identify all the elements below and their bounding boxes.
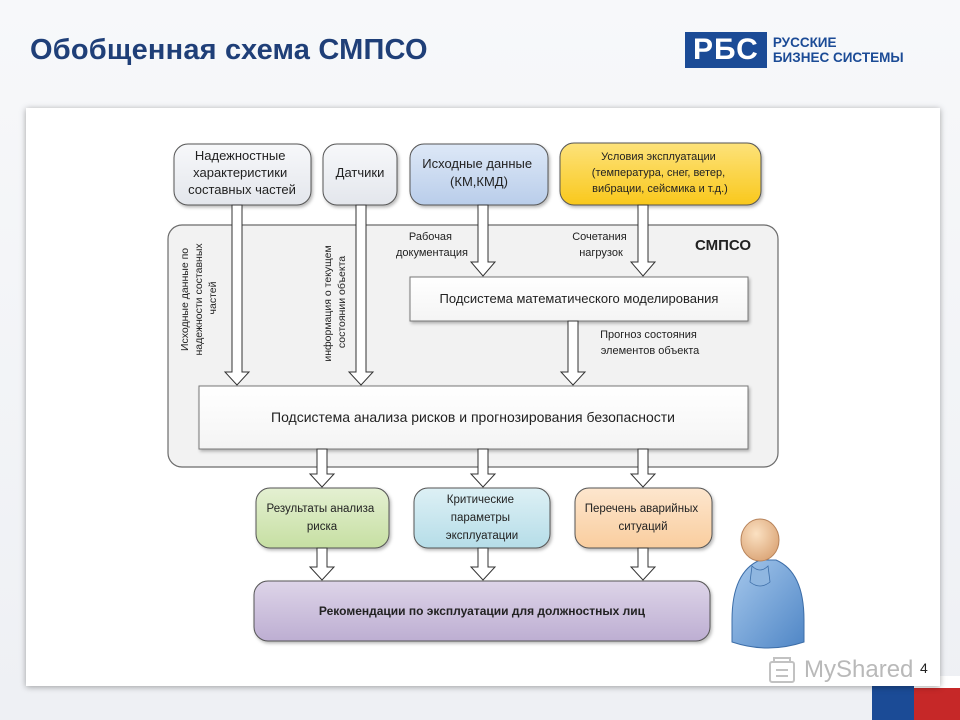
output-critical-params-line-2: параметры bbox=[451, 512, 510, 524]
corner-deco-red bbox=[914, 686, 960, 720]
risk-subsystem-box bbox=[198, 385, 749, 450]
logo-line-1: РУССКИЕ bbox=[772, 35, 837, 50]
arrow-sensors-to-risk bbox=[347, 204, 375, 386]
output-risk-results-line-1: Результаты анализа bbox=[267, 503, 375, 515]
arrow-risk-to-output-3 bbox=[629, 448, 657, 488]
input-source-data-text: Исходные данные (КМ,КМД) bbox=[422, 156, 535, 189]
input-conditions-line-2: (температура, снег, ветер, bbox=[592, 167, 725, 179]
vertical-label-reliability-line-2: надежности составных bbox=[193, 243, 205, 356]
output-risk-results-box bbox=[255, 487, 390, 549]
flow-label-load-comb-line-2: нагрузок bbox=[579, 247, 623, 259]
arrow-conditions-to-math bbox=[629, 204, 657, 277]
logo-abbr: РБС bbox=[685, 32, 767, 68]
input-reliability-line-1: Надежностные bbox=[195, 148, 286, 163]
arrow-source-to-math bbox=[469, 204, 497, 277]
output-critical-params-line-1: Критические bbox=[447, 494, 514, 506]
corner-deco-blue bbox=[872, 686, 914, 720]
flow-label-forecast: Прогноз состояния элементов объекта bbox=[600, 329, 700, 357]
output-emergency-line-1: Перечень аварийных bbox=[585, 503, 699, 515]
input-conditions-line-1: Условия эксплуатации bbox=[601, 151, 716, 163]
vertical-label-sensors: информация о текущем состоянии объекта bbox=[322, 242, 348, 361]
logo-text: РУССКИЕ БИЗНЕС СИСТЕМЫ bbox=[773, 35, 904, 65]
input-source-data-line-1: Исходные данные bbox=[422, 156, 532, 171]
flow-arrows bbox=[223, 204, 657, 581]
input-reliability-line-3: составных частей bbox=[188, 182, 296, 197]
person-icon bbox=[731, 518, 805, 649]
flow-label-work-docs-line-2: документация bbox=[396, 247, 468, 259]
output-critical-params-line-3: эксплуатации bbox=[446, 530, 518, 542]
vertical-label-reliability-line-3: частей bbox=[207, 281, 219, 314]
risk-subsystem-label: Подсистема анализа рисков и прогнозирова… bbox=[271, 409, 675, 425]
output-emergency-text: Перечень аварийных ситуаций bbox=[585, 503, 702, 533]
page-number: 4 bbox=[920, 660, 928, 676]
math-subsystem-box bbox=[409, 276, 749, 322]
input-sensors-text: Датчики bbox=[336, 165, 385, 180]
math-subsystem-label: Подсистема математического моделирования bbox=[440, 291, 719, 306]
input-source-data-line-2: (КМ,КМД) bbox=[450, 174, 508, 189]
watermark-text: MyShared bbox=[804, 656, 914, 683]
input-reliability-text: Надежностные характеристики составных ча… bbox=[188, 148, 296, 197]
arrow-reliability-to-risk bbox=[223, 204, 251, 386]
vertical-label-reliability: Исходные данные по надежности составных … bbox=[179, 240, 219, 355]
recommendations-label: Рекомендации по эксплуатации для должнос… bbox=[319, 604, 646, 618]
flow-label-work-docs: Рабочая документация bbox=[396, 231, 468, 259]
watermark-icon bbox=[769, 657, 795, 683]
vertical-label-sensors-line-1: информация о текущем bbox=[322, 245, 334, 361]
arrow-output-3-to-rec bbox=[629, 547, 657, 581]
flow-label-load-comb-line-1: Сочетания bbox=[572, 231, 627, 243]
output-emergency-box bbox=[574, 487, 713, 549]
vertical-label-reliability-line-1: Исходные данные по bbox=[179, 248, 191, 351]
arrow-output-1-to-rec bbox=[308, 547, 336, 581]
flow-label-forecast-line-1: Прогноз состояния bbox=[600, 329, 697, 341]
output-risk-results-line-2: риска bbox=[307, 521, 338, 533]
arrow-output-2-to-rec bbox=[469, 547, 497, 581]
output-emergency-line-2: ситуаций bbox=[618, 521, 667, 533]
arrow-risk-to-output-1 bbox=[308, 448, 336, 488]
smpso-label: СМПСО bbox=[695, 237, 751, 254]
arrow-risk-to-output-2 bbox=[469, 448, 497, 488]
input-conditions-line-3: вибрации, сейсмика и т.д.) bbox=[592, 183, 728, 195]
input-conditions-text: Условия эксплуатации (температура, снег,… bbox=[592, 151, 728, 195]
output-risk-results-text: Результаты анализа риска bbox=[267, 503, 378, 533]
flow-label-work-docs-line-1: Рабочая bbox=[409, 231, 452, 243]
flow-label-forecast-line-2: элементов объекта bbox=[601, 345, 700, 357]
flow-label-load-comb: Сочетания нагрузок bbox=[572, 231, 630, 259]
slide-title: Обобщенная схема СМПСО bbox=[30, 34, 428, 66]
arrow-math-to-risk bbox=[559, 320, 587, 386]
input-conditions-box bbox=[559, 142, 762, 206]
vertical-label-sensors-line-2: состоянии объекта bbox=[336, 256, 348, 348]
logo-line-2: БИЗНЕС СИСТЕМЫ bbox=[772, 50, 904, 65]
input-reliability-line-2: характеристики bbox=[193, 165, 287, 180]
company-logo: РБС РУССКИЕ БИЗНЕС СИСТЕМЫ bbox=[685, 32, 904, 68]
output-critical-params-text: Критические параметры эксплуатации bbox=[446, 494, 518, 542]
input-sensors-line-1: Датчики bbox=[336, 165, 385, 180]
recommendations-box bbox=[253, 580, 711, 642]
